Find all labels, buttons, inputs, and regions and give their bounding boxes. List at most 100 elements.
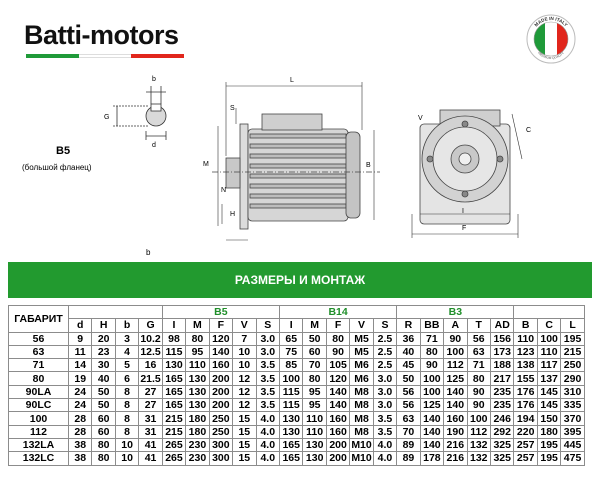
table-cell: 3.0 xyxy=(255,331,280,346)
table-cell: 3.5 xyxy=(372,411,398,426)
table-cell: 176 xyxy=(513,384,538,400)
table-cell: 150 xyxy=(536,411,562,426)
table-cell: 156 xyxy=(489,331,515,346)
table-cell: 3.5 xyxy=(255,398,280,413)
table-cell: 265 xyxy=(161,437,187,453)
table-cell: 110 xyxy=(513,331,538,346)
column-header: b xyxy=(114,318,140,333)
table-cell: 125 xyxy=(443,371,468,386)
column-header: F xyxy=(325,318,351,333)
column-header: F xyxy=(208,318,234,333)
table-cell: 165 xyxy=(161,398,187,413)
table-cell: 140 xyxy=(443,398,468,413)
front-dimension-lines xyxy=(411,113,523,238)
label-G: G xyxy=(104,114,109,121)
label-B: B xyxy=(366,162,371,169)
table-cell: 220 xyxy=(513,424,538,439)
table-cell: 117 xyxy=(536,358,562,373)
table-cell: 160 xyxy=(325,411,351,426)
table-cell: 63 xyxy=(466,344,491,360)
table-cell: 123 xyxy=(513,344,538,360)
motor-front-view xyxy=(419,109,511,225)
table-cell: 265 xyxy=(161,451,187,466)
table-cell: 250 xyxy=(208,424,234,439)
table-cell: 130 xyxy=(302,437,327,453)
shaft-section-drawing xyxy=(113,86,167,140)
table-cell: 200 xyxy=(325,437,351,453)
table-cell: M5 xyxy=(349,331,374,346)
table-cell: 21.5 xyxy=(138,371,163,386)
table-cell: 12 xyxy=(232,384,257,400)
table-cell: 132 xyxy=(466,437,491,453)
frame-size-cell: 56 xyxy=(8,331,69,346)
table-cell: 3.5 xyxy=(255,371,280,386)
table-cell: 41 xyxy=(138,437,163,453)
table-cell: M8 xyxy=(349,398,374,413)
frame-size-cell: 80 xyxy=(8,371,69,386)
table-cell: 80 xyxy=(325,331,351,346)
side-dimension-lines xyxy=(217,82,375,241)
table-cell: 160 xyxy=(443,411,468,426)
table-cell: 4.0 xyxy=(372,451,398,466)
table-cell: 10 xyxy=(232,358,257,373)
table-cell: M6 xyxy=(349,371,374,386)
table-cell: 50 xyxy=(302,331,327,346)
frame-size-cell: 90LC xyxy=(8,398,69,413)
column-header: V xyxy=(349,318,374,333)
table-cell: 100 xyxy=(419,384,445,400)
table-cell: 140 xyxy=(419,437,445,453)
table-cell: 100 xyxy=(466,411,491,426)
table-cell: 56 xyxy=(396,384,421,400)
table-cell: 71 xyxy=(466,358,491,373)
brand-name: Batti-motors xyxy=(24,20,179,50)
column-header: S xyxy=(372,318,398,333)
table-cell: 75 xyxy=(278,344,304,360)
column-header: I xyxy=(278,318,304,333)
group-header: B3 xyxy=(396,304,515,320)
table-cell: 6 xyxy=(114,371,140,386)
table-cell: 10 xyxy=(114,451,140,466)
table-cell: 89 xyxy=(396,437,421,453)
table-cell: 335 xyxy=(560,398,585,413)
table-cell: 180 xyxy=(185,424,210,439)
column-header: L xyxy=(560,318,585,333)
table-cell: 80 xyxy=(419,344,445,360)
table-cell: 112 xyxy=(466,424,491,439)
column-header: G xyxy=(138,318,163,333)
column-header: BB xyxy=(419,318,445,333)
table-cell: 132 xyxy=(466,451,491,466)
table-cell: 12 xyxy=(232,398,257,413)
table-cell: 5 xyxy=(114,358,140,373)
table-cell: 90 xyxy=(466,384,491,400)
table-cell: 36 xyxy=(396,331,421,346)
table-cell: 63 xyxy=(396,411,421,426)
table-cell: 50 xyxy=(91,398,116,413)
table-cell: 11 xyxy=(67,344,93,360)
motor-side-view xyxy=(212,113,380,230)
made-in-italy-seal: MADE IN ITALY PREMIUM QUALITY xyxy=(526,14,576,64)
column-header: V xyxy=(232,318,257,333)
table-cell: 15 xyxy=(232,424,257,439)
table-cell: 10 xyxy=(232,344,257,360)
label-I: I xyxy=(462,208,464,215)
table-cell: 130 xyxy=(185,384,210,400)
column-header: AD xyxy=(489,318,515,333)
table-cell: 30 xyxy=(91,358,116,373)
table-cell: 370 xyxy=(560,411,585,426)
table-cell: 110 xyxy=(185,358,210,373)
table-cell: 475 xyxy=(560,451,585,466)
table-cell: 115 xyxy=(278,398,304,413)
table-cell: 165 xyxy=(161,384,187,400)
table-cell: 300 xyxy=(208,451,234,466)
table-cell: 3.5 xyxy=(255,384,280,400)
column-header: M xyxy=(185,318,210,333)
table-cell: 4.0 xyxy=(255,451,280,466)
table-cell: 173 xyxy=(489,344,515,360)
table-cell: 145 xyxy=(536,384,562,400)
table-cell: 250 xyxy=(560,358,585,373)
group-header xyxy=(513,304,585,320)
